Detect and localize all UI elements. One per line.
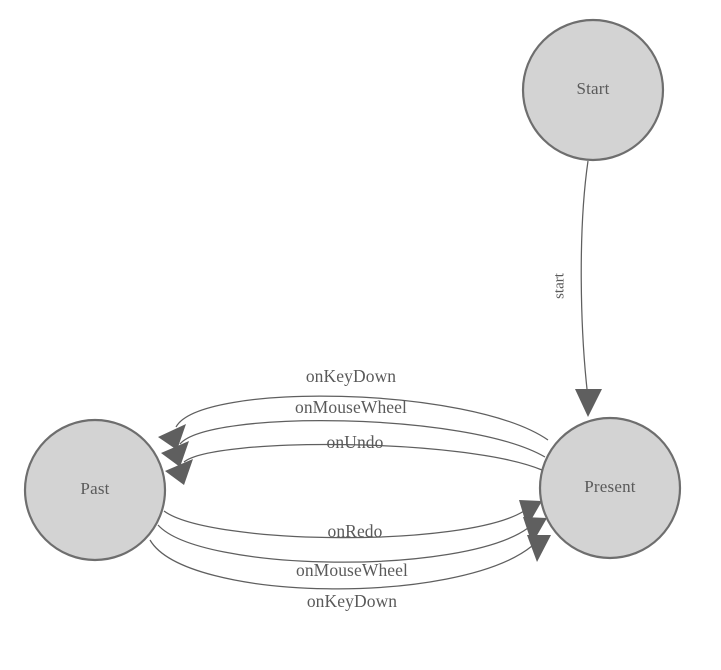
edge-label-present-past-onundo: onUndo	[327, 432, 384, 452]
edge-past-to-present-onredo-path	[163, 510, 525, 539]
node-present-circle	[538, 416, 682, 560]
edge-present-to-past-onmousewheel[interactable]	[161, 419, 546, 467]
edge-label-present-past-onmousewheel: onMouseWheel	[295, 397, 407, 417]
edge-present-to-past-onmousewheel-path	[179, 419, 546, 458]
edge-start-to-present[interactable]: start	[551, 160, 602, 417]
edge-label-present-past-onkeydown: onKeyDown	[306, 366, 396, 386]
edge-past-to-present-onkeydown-arrowhead	[527, 535, 551, 562]
edge-label-start: start	[551, 272, 567, 299]
edge-past-to-present-onredo[interactable]	[163, 500, 542, 539]
edge-present-to-past-onmousewheel-arrowhead	[161, 441, 189, 467]
edge-past-to-present-onmousewheel[interactable]	[157, 517, 547, 563]
edge-past-to-present-onkeydown-path	[149, 539, 533, 590]
node-present-label: Present	[584, 477, 636, 496]
node-past-label: Past	[80, 479, 109, 498]
node-start-label: Start	[576, 79, 609, 98]
edge-present-to-past-onundo-arrowhead	[165, 459, 193, 485]
edge-past-to-present-onmousewheel-arrowhead	[523, 517, 547, 544]
edge-present-to-past-onkeydown-path	[175, 395, 549, 441]
node-start-circle	[521, 18, 665, 162]
edge-past-to-present-onkeydown[interactable]	[149, 535, 551, 590]
edge-past-to-present-onredo-arrowhead	[519, 500, 542, 527]
edge-present-to-past-onkeydown-arrowhead	[158, 424, 186, 450]
node-past[interactable]: Past	[23, 418, 167, 562]
edge-present-to-past-onundo[interactable]	[165, 443, 543, 485]
edge-start-to-present-path	[580, 160, 589, 399]
edge-present-to-past-onkeydown[interactable]	[158, 395, 549, 450]
edge-label-past-present-onkeydown: onKeyDown	[307, 591, 397, 611]
node-present[interactable]: Present	[538, 416, 682, 560]
edge-label-past-present-onmousewheel: onMouseWheel	[296, 560, 408, 580]
edge-label-past-present-onredo: onRedo	[327, 521, 382, 541]
node-start[interactable]: Start	[521, 18, 665, 162]
edge-present-to-past-onundo-path	[183, 443, 543, 471]
node-past-circle	[23, 418, 167, 562]
edge-past-to-present-onmousewheel-path	[157, 524, 529, 563]
edge-start-to-present-arrowhead	[575, 389, 602, 417]
